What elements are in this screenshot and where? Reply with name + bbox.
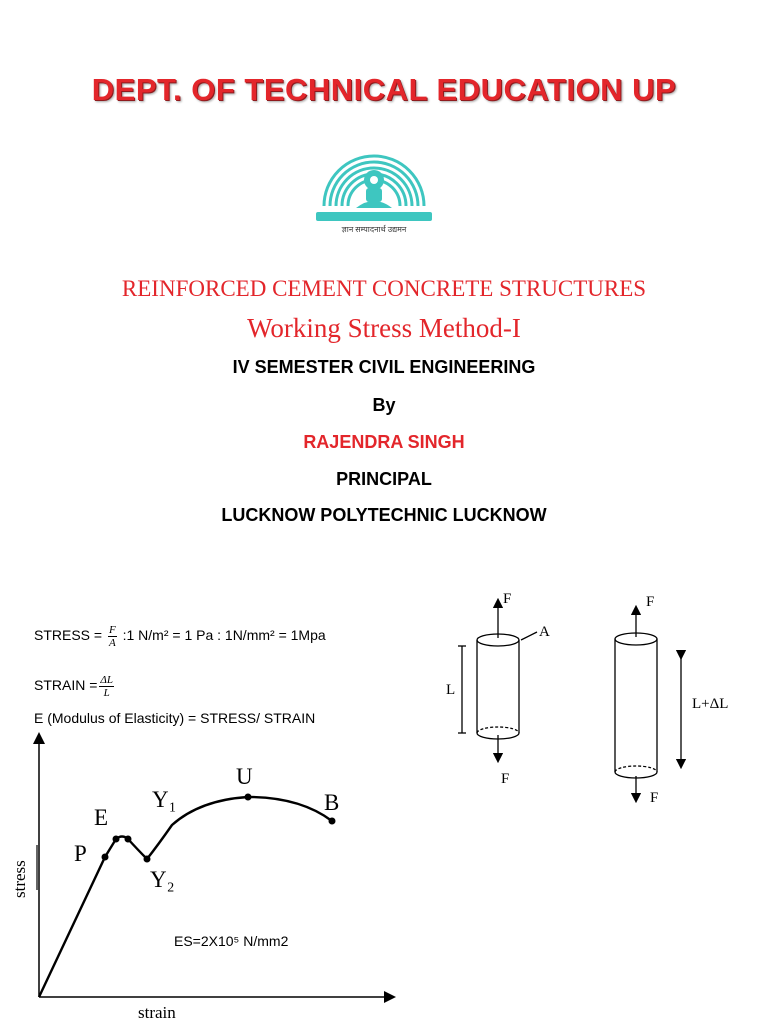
top-force-label: F xyxy=(503,591,511,607)
point-u-marker xyxy=(244,793,252,801)
point-y1-marker xyxy=(124,835,132,843)
strain-label: STRAIN = xyxy=(34,677,98,694)
point-p-label: P xyxy=(74,841,87,866)
stress-strain-curve xyxy=(37,795,333,998)
strain-numerator: ΔL xyxy=(99,674,114,687)
stretched-bottom-force-label: F xyxy=(650,790,658,806)
subject-title: REINFORCED CEMENT CONCRETE STRUCTURES xyxy=(121,276,647,301)
x-axis-label: strain xyxy=(138,1003,176,1022)
stress-units: :1 N/m² = 1 Pa : 1N/mm² = 1Mpa xyxy=(118,627,326,644)
point-u-label: U xyxy=(236,764,253,789)
point-b-label: B xyxy=(324,790,339,815)
point-p-marker xyxy=(101,853,109,861)
modulus-formula: E (Modulus of Elasticity) = STRESS/ STRA… xyxy=(34,710,316,726)
method-title: Working Stress Method-I xyxy=(247,313,521,343)
strain-denominator: L xyxy=(103,687,110,699)
institute-name: LUCKNOW POLYTECHNIC LUCKNOW xyxy=(221,505,547,525)
elongated-length-label: L+ΔL xyxy=(692,696,728,712)
point-y2-marker xyxy=(143,855,151,863)
stress-label: STRESS = xyxy=(34,627,106,644)
stress-denominator: A xyxy=(108,637,116,649)
stress-numerator: F xyxy=(107,624,117,637)
y-axis-label: stress xyxy=(10,860,29,898)
original-cylinder xyxy=(458,597,538,764)
area-label: A xyxy=(539,624,550,640)
cylinder-diagram: F A L F F L+ΔL F xyxy=(446,591,728,806)
stress-strain-graph: P E Y₁ Y₂ U B stress strain ES=2X10⁵ N/m… xyxy=(10,732,396,1022)
department-title: DEPT. OF TECHNICAL EDUCATION UP xyxy=(91,72,677,107)
point-e-marker xyxy=(112,835,120,843)
author-designation: PRINCIPAL xyxy=(336,469,432,489)
point-y1-label: Y₁ xyxy=(152,787,177,812)
bottom-force-label: F xyxy=(501,771,509,787)
elastic-modulus-label: ES=2X10⁵ N/mm2 xyxy=(174,933,289,949)
point-b-marker xyxy=(328,817,336,825)
point-e-label: E xyxy=(94,805,108,830)
by-line: By xyxy=(372,395,396,415)
department-logo: ज्ञान सम्पादनार्थ उद्यमन xyxy=(316,154,432,234)
point-y2-label: Y₂ xyxy=(150,867,175,892)
stretched-cylinder xyxy=(614,604,687,804)
length-label: L xyxy=(446,682,455,698)
logo-caption: ज्ञान सम्पादनार्थ उद्यमन xyxy=(342,224,407,234)
stretched-top-force-label: F xyxy=(646,594,654,610)
author-name: RAJENDRA SINGH xyxy=(303,432,465,452)
semester-line: IV SEMESTER CIVIL ENGINEERING xyxy=(232,357,536,377)
